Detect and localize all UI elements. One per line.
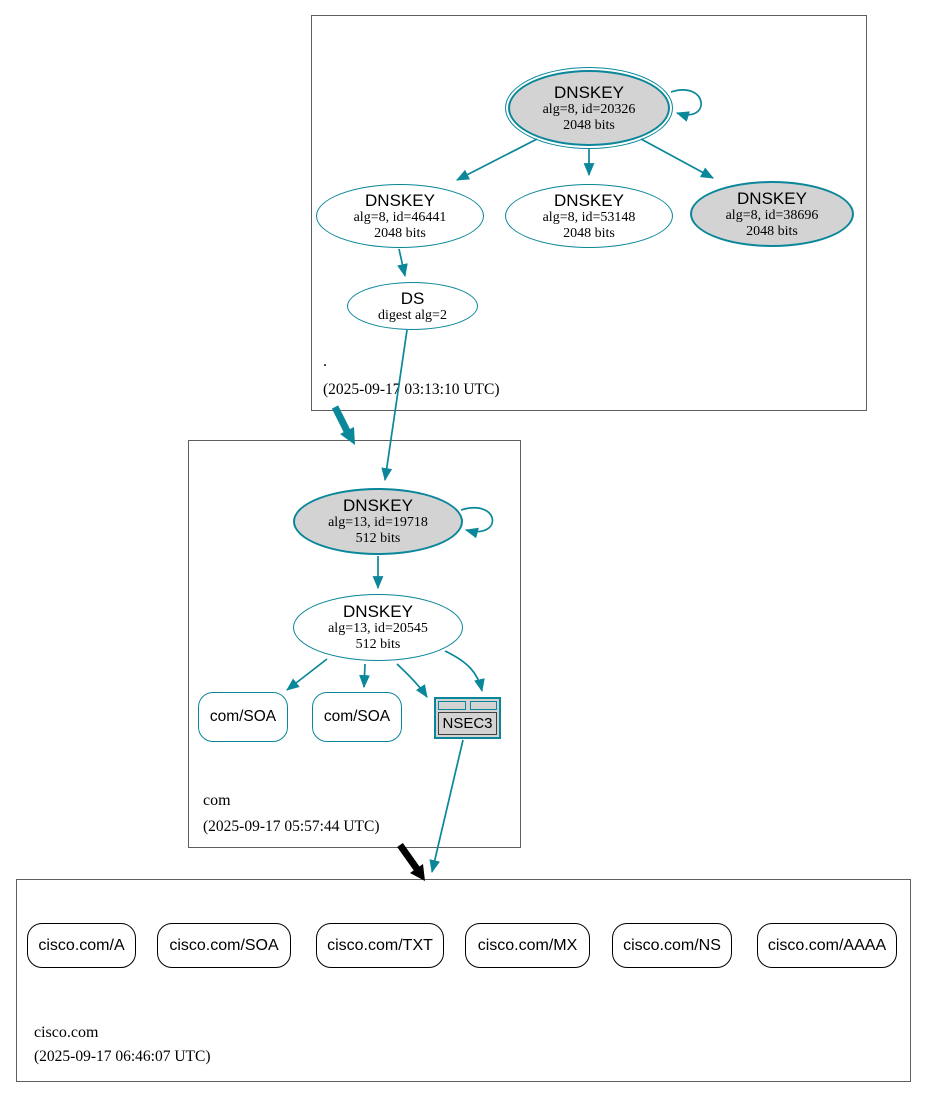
node-title: DNSKEY: [343, 602, 413, 621]
node-cisco-com-soa[interactable]: cisco.com/SOA: [157, 923, 291, 968]
node-cisco-com-a[interactable]: cisco.com/A: [27, 923, 136, 968]
rrset-label: cisco.com/TXT: [327, 936, 433, 954]
nsec3-cell-left: [438, 701, 466, 710]
node-alg: alg=8, id=38696: [725, 207, 819, 223]
node-title: DS: [400, 288, 425, 308]
node-bits: 2048 bits: [563, 117, 615, 133]
node-alg: alg=13, id=20545: [328, 621, 428, 636]
zone-name-com: com: [203, 792, 231, 809]
nsec3-cell-right: [470, 701, 497, 710]
node-cisco-com-ns[interactable]: cisco.com/NS: [612, 923, 732, 968]
node-com-soa-2[interactable]: com/SOA: [312, 692, 402, 742]
node-dnskey-38696[interactable]: DNSKEY alg=8, id=38696 2048 bits: [690, 181, 854, 247]
node-dnskey-20545[interactable]: DNSKEY alg=13, id=20545 512 bits: [293, 594, 463, 661]
node-bits: 512 bits: [355, 531, 401, 546]
node-bits: 512 bits: [355, 637, 401, 652]
node-alg: alg=8, id=53148: [542, 209, 636, 225]
node-dnskey-53148[interactable]: DNSKEY alg=8, id=53148 2048 bits: [505, 184, 673, 248]
node-bits: 2048 bits: [746, 223, 798, 239]
zone-box-cisco-com: [16, 879, 911, 1082]
zone-timestamp-com: (2025-09-17 05:57:44 UTC): [203, 818, 380, 835]
node-dnskey-46441[interactable]: DNSKEY alg=8, id=46441 2048 bits: [316, 184, 484, 248]
node-title: DNSKEY: [554, 82, 624, 102]
zone-name-root: .: [323, 353, 327, 370]
zone-name-cisco-com: cisco.com: [34, 1024, 99, 1041]
node-bits: 2048 bits: [374, 225, 426, 241]
node-nsec3[interactable]: NSEC3: [434, 697, 501, 739]
node-alg: alg=8, id=46441: [353, 209, 447, 225]
edge-delegation-com-to-cisco: [397, 842, 420, 872]
zone-timestamp-root: (2025-09-17 03:13:10 UTC): [323, 381, 500, 398]
node-cisco-com-txt[interactable]: cisco.com/TXT: [316, 923, 444, 968]
rrset-label: cisco.com/AAAA: [767, 936, 887, 954]
nsec3-label: NSEC3: [438, 712, 497, 735]
node-title: DNSKEY: [343, 496, 413, 515]
node-title: DNSKEY: [365, 190, 435, 210]
node-ds[interactable]: DS digest alg=2: [347, 282, 478, 330]
node-title: DNSKEY: [554, 190, 624, 210]
zone-box-root: [311, 15, 867, 411]
node-alg: alg=13, id=19718: [328, 515, 428, 530]
node-dnskey-20326-inner: DNSKEY alg=8, id=20326 2048 bits: [508, 70, 670, 146]
node-com-soa-1[interactable]: com/SOA: [198, 692, 288, 742]
node-cisco-com-aaaa[interactable]: cisco.com/AAAA: [757, 923, 897, 968]
node-dnskey-19718[interactable]: DNSKEY alg=13, id=19718 512 bits: [293, 488, 463, 555]
node-dnskey-20326[interactable]: DNSKEY alg=8, id=20326 2048 bits: [505, 67, 673, 149]
rrset-label: com/SOA: [209, 708, 277, 725]
rrset-label: com/SOA: [323, 708, 391, 725]
rrset-label: cisco.com/NS: [623, 936, 721, 954]
rrset-label: cisco.com/SOA: [169, 936, 279, 954]
node-cisco-com-mx[interactable]: cisco.com/MX: [465, 923, 590, 968]
zone-timestamp-cisco-com: (2025-09-17 06:46:07 UTC): [34, 1048, 211, 1065]
rrset-label: cisco.com/A: [38, 936, 125, 954]
rrset-label: cisco.com/MX: [477, 936, 578, 954]
node-detail: digest alg=2: [378, 307, 447, 323]
node-alg: alg=8, id=20326: [542, 101, 636, 117]
node-title: DNSKEY: [737, 188, 807, 208]
node-bits: 2048 bits: [563, 225, 615, 241]
